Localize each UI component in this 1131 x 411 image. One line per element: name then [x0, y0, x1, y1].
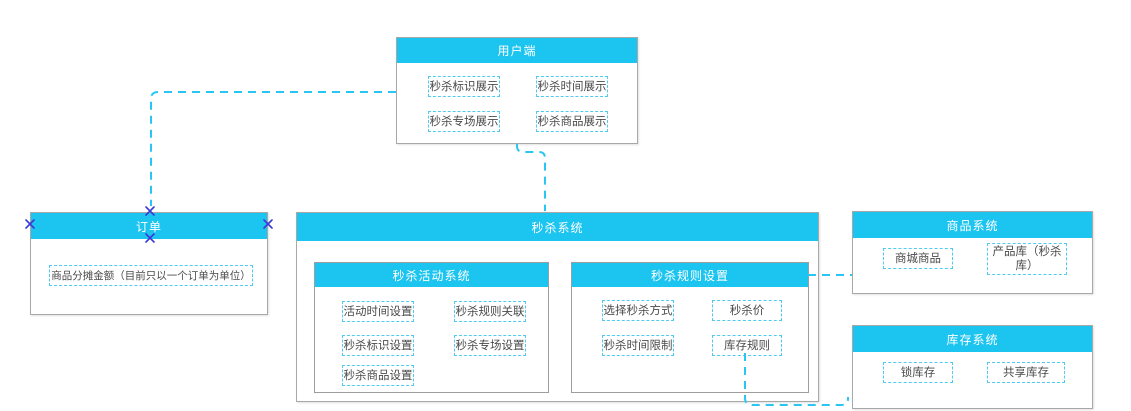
panel-user-client[interactable]: 用户端 秒杀标识展示 秒杀时间展示 秒杀专场展示 秒杀商品展示	[396, 37, 638, 144]
panel-order-header[interactable]: 订单	[31, 213, 267, 239]
panel-inventory-system[interactable]: 库存系统 锁库存 共享库存	[852, 325, 1093, 409]
item-mall-product[interactable]: 商城商品	[883, 248, 953, 269]
connector-user-client-to-order[interactable]	[150, 91, 396, 206]
item-lock-inventory[interactable]: 锁库存	[883, 362, 953, 383]
item-seckill-price[interactable]: 秒杀价	[712, 300, 782, 321]
item-order-amount-split[interactable]: 商品分摊金额（目前只以一个订单为单位）	[49, 265, 253, 286]
item-seckill-session-display[interactable]: 秒杀专场展示	[428, 111, 500, 132]
panel-user-client-header[interactable]: 用户端	[397, 38, 637, 63]
item-seckill-time-limit[interactable]: 秒杀时间限制	[602, 335, 674, 356]
connector-user-client-to-seckill-system[interactable]	[516, 144, 546, 211]
item-inventory-rule[interactable]: 库存规则	[712, 335, 782, 356]
subpanel-seckill-rule-header[interactable]: 秒杀规则设置	[572, 263, 808, 287]
panel-product-system[interactable]: 商品系统 商城商品 产品库（秒杀库）	[852, 211, 1093, 294]
panel-order[interactable]: 订单 商品分摊金额（目前只以一个订单为单位）	[30, 212, 268, 315]
item-seckill-rule-link[interactable]: 秒杀规则关联	[454, 301, 526, 322]
item-activity-time-setting[interactable]: 活动时间设置	[342, 301, 414, 322]
item-seckill-session-setting[interactable]: 秒杀专场设置	[454, 335, 526, 356]
subpanel-seckill-activity-system[interactable]: 秒杀活动系统 活动时间设置 秒杀规则关联 秒杀标识设置 秒杀专场设置 秒杀商品设…	[314, 262, 549, 393]
item-seckill-product-display[interactable]: 秒杀商品展示	[536, 111, 608, 132]
item-seckill-flag-display[interactable]: 秒杀标识展示	[428, 76, 500, 97]
panel-inventory-system-header[interactable]: 库存系统	[853, 326, 1092, 352]
item-seckill-product-setting[interactable]: 秒杀商品设置	[342, 365, 414, 386]
item-shared-inventory[interactable]: 共享库存	[987, 362, 1065, 383]
item-seckill-flag-setting[interactable]: 秒杀标识设置	[342, 335, 414, 356]
item-product-library[interactable]: 产品库（秒杀库）	[987, 243, 1067, 275]
item-seckill-mode-select[interactable]: 选择秒杀方式	[602, 300, 674, 321]
subpanel-seckill-activity-header[interactable]: 秒杀活动系统	[315, 263, 548, 287]
panel-seckill-system-header[interactable]: 秒杀系统	[297, 213, 818, 241]
panel-seckill-system[interactable]: 秒杀系统 秒杀活动系统 活动时间设置 秒杀规则关联 秒杀标识设置 秒杀专场设置 …	[296, 212, 819, 402]
item-seckill-time-display[interactable]: 秒杀时间展示	[536, 76, 608, 97]
panel-product-system-header[interactable]: 商品系统	[853, 212, 1092, 238]
subpanel-seckill-rule-setting[interactable]: 秒杀规则设置 选择秒杀方式 秒杀价 秒杀时间限制 库存规则	[571, 262, 809, 393]
